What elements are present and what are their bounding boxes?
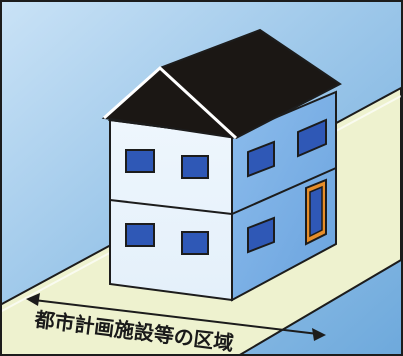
window-side-upper-left (247, 140, 275, 178)
window-front-lower-right (181, 231, 209, 255)
door-panel (309, 185, 323, 238)
window-front-upper-right (181, 155, 209, 179)
house-front-wall (109, 118, 233, 302)
area-arrow-head-right (312, 328, 326, 341)
roof-edge-highlight (103, 65, 238, 140)
floor-line-front (109, 199, 233, 215)
window-front-lower-left (125, 223, 155, 247)
area-arrow-line (33, 299, 319, 335)
window-side-upper-right (297, 118, 327, 158)
window-front-upper-left (125, 149, 155, 173)
area-arrow-head-left (26, 293, 40, 306)
floor-line-side (231, 167, 337, 215)
window-side-lower (247, 216, 275, 254)
